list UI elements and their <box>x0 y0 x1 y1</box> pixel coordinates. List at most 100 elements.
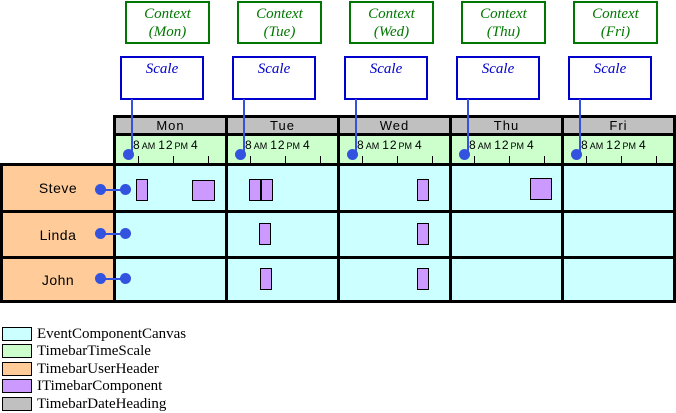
timescale-tick <box>285 156 286 163</box>
context-label: Context <box>592 6 639 22</box>
scale-pointer-line <box>355 99 357 152</box>
date-heading-label: Thu <box>493 118 520 133</box>
legend-swatch <box>2 379 32 393</box>
legend-label: TimebarDateHeading <box>37 396 167 412</box>
user-header-linda[interactable]: Linda <box>0 210 116 259</box>
context-box-wed: Context (Wed) <box>349 1 434 44</box>
row-pointer-line <box>101 233 127 235</box>
timescale-tick <box>208 156 209 163</box>
time-label: 12 <box>158 138 174 152</box>
time-label: 12 <box>494 138 510 152</box>
scale-pointer-dot <box>571 149 582 160</box>
row-pointer-dot <box>120 184 131 195</box>
time-label: 8 <box>133 138 141 152</box>
event-component[interactable] <box>192 180 215 201</box>
time-label: 12 <box>382 138 398 152</box>
context-box-thu: Context (Thu) <box>461 1 546 44</box>
user-header-john[interactable]: John <box>0 256 116 303</box>
time-period-label: AM <box>365 141 380 151</box>
date-heading-label: Mon <box>156 118 185 133</box>
time-period-label: PM <box>286 141 301 151</box>
event-canvas-cell-john-fri[interactable] <box>561 256 676 303</box>
time-label: 8 <box>245 138 253 152</box>
row-pointer-dot <box>95 184 106 195</box>
timescale-tick <box>509 156 510 163</box>
legend-item-timebar-date-heading: TimebarDateHeading <box>2 396 167 412</box>
event-component[interactable] <box>417 179 429 201</box>
row-pointer-line <box>101 278 127 280</box>
row-pointer-dot <box>95 228 106 239</box>
event-component[interactable] <box>417 223 429 245</box>
event-component[interactable] <box>417 268 429 290</box>
legend-swatch <box>2 344 32 358</box>
event-component[interactable] <box>249 179 261 201</box>
event-canvas-cell-steve-tue[interactable] <box>225 163 340 213</box>
legend-item-event-component-canvas: EventComponentCanvas <box>2 326 187 342</box>
scale-pointer-line <box>467 99 469 152</box>
scale-label: Scale <box>369 61 403 77</box>
user-name: Linda <box>39 226 77 243</box>
context-day-label: (Thu) <box>486 24 521 40</box>
time-period-label: AM <box>253 141 268 151</box>
context-day-label: (Tue) <box>263 24 296 40</box>
event-component[interactable] <box>530 178 552 200</box>
event-canvas-cell-linda-tue[interactable] <box>225 210 340 259</box>
scale-box-tue: Scale <box>232 56 316 100</box>
scale-pointer-dot <box>459 149 470 160</box>
event-component[interactable] <box>260 268 272 290</box>
legend-swatch <box>2 327 32 341</box>
timescale-tick <box>432 156 433 163</box>
scale-box-thu: Scale <box>456 56 540 100</box>
context-box-tue: Context (Tue) <box>237 1 322 44</box>
time-label: 4 <box>415 138 423 152</box>
time-period-label: PM <box>398 141 413 151</box>
legend-label: ITimebarComponent <box>37 378 163 394</box>
scale-pointer-dot <box>347 149 358 160</box>
scale-pointer-line <box>243 99 245 152</box>
event-component[interactable] <box>261 179 273 201</box>
legend-item-timebar-user-header: TimebarUserHeader <box>2 361 159 377</box>
row-pointer-dot <box>120 228 131 239</box>
context-label: Context <box>144 6 191 22</box>
event-component[interactable] <box>136 179 148 201</box>
timescale-tick <box>586 156 587 163</box>
timescale-tick <box>250 156 251 163</box>
time-period-label: PM <box>510 141 525 151</box>
time-label: 8 <box>357 138 365 152</box>
timescale-tick <box>544 156 545 163</box>
date-heading-label: Wed <box>379 118 410 133</box>
scale-label: Scale <box>593 61 627 77</box>
scale-label: Scale <box>481 61 515 77</box>
legend-swatch <box>2 362 32 376</box>
event-component[interactable] <box>259 223 271 245</box>
timescale-tick <box>656 156 657 163</box>
timescale-tick <box>320 156 321 163</box>
date-heading-label: Tue <box>270 118 295 133</box>
legend-label: TimebarUserHeader <box>37 361 159 377</box>
time-label: 12 <box>270 138 286 152</box>
time-label: 8 <box>581 138 589 152</box>
scale-pointer-dot <box>235 149 246 160</box>
time-label: 4 <box>639 138 647 152</box>
legend-label: EventComponentCanvas <box>37 326 187 342</box>
date-heading-label: Fri <box>609 118 628 133</box>
context-label: Context <box>256 6 303 22</box>
time-label: 4 <box>303 138 311 152</box>
time-period-label: AM <box>141 141 156 151</box>
event-canvas-cell-linda-wed[interactable] <box>337 210 452 259</box>
scale-pointer-line <box>579 99 581 152</box>
row-pointer-dot <box>120 273 131 284</box>
timescale-tick <box>621 156 622 163</box>
context-box-fri: Context (Fri) <box>573 1 658 44</box>
timescale-tick <box>397 156 398 163</box>
time-label: 4 <box>191 138 199 152</box>
timescale-tick <box>362 156 363 163</box>
legend-swatch <box>2 397 32 411</box>
event-canvas-cell-steve-fri[interactable] <box>561 163 676 213</box>
